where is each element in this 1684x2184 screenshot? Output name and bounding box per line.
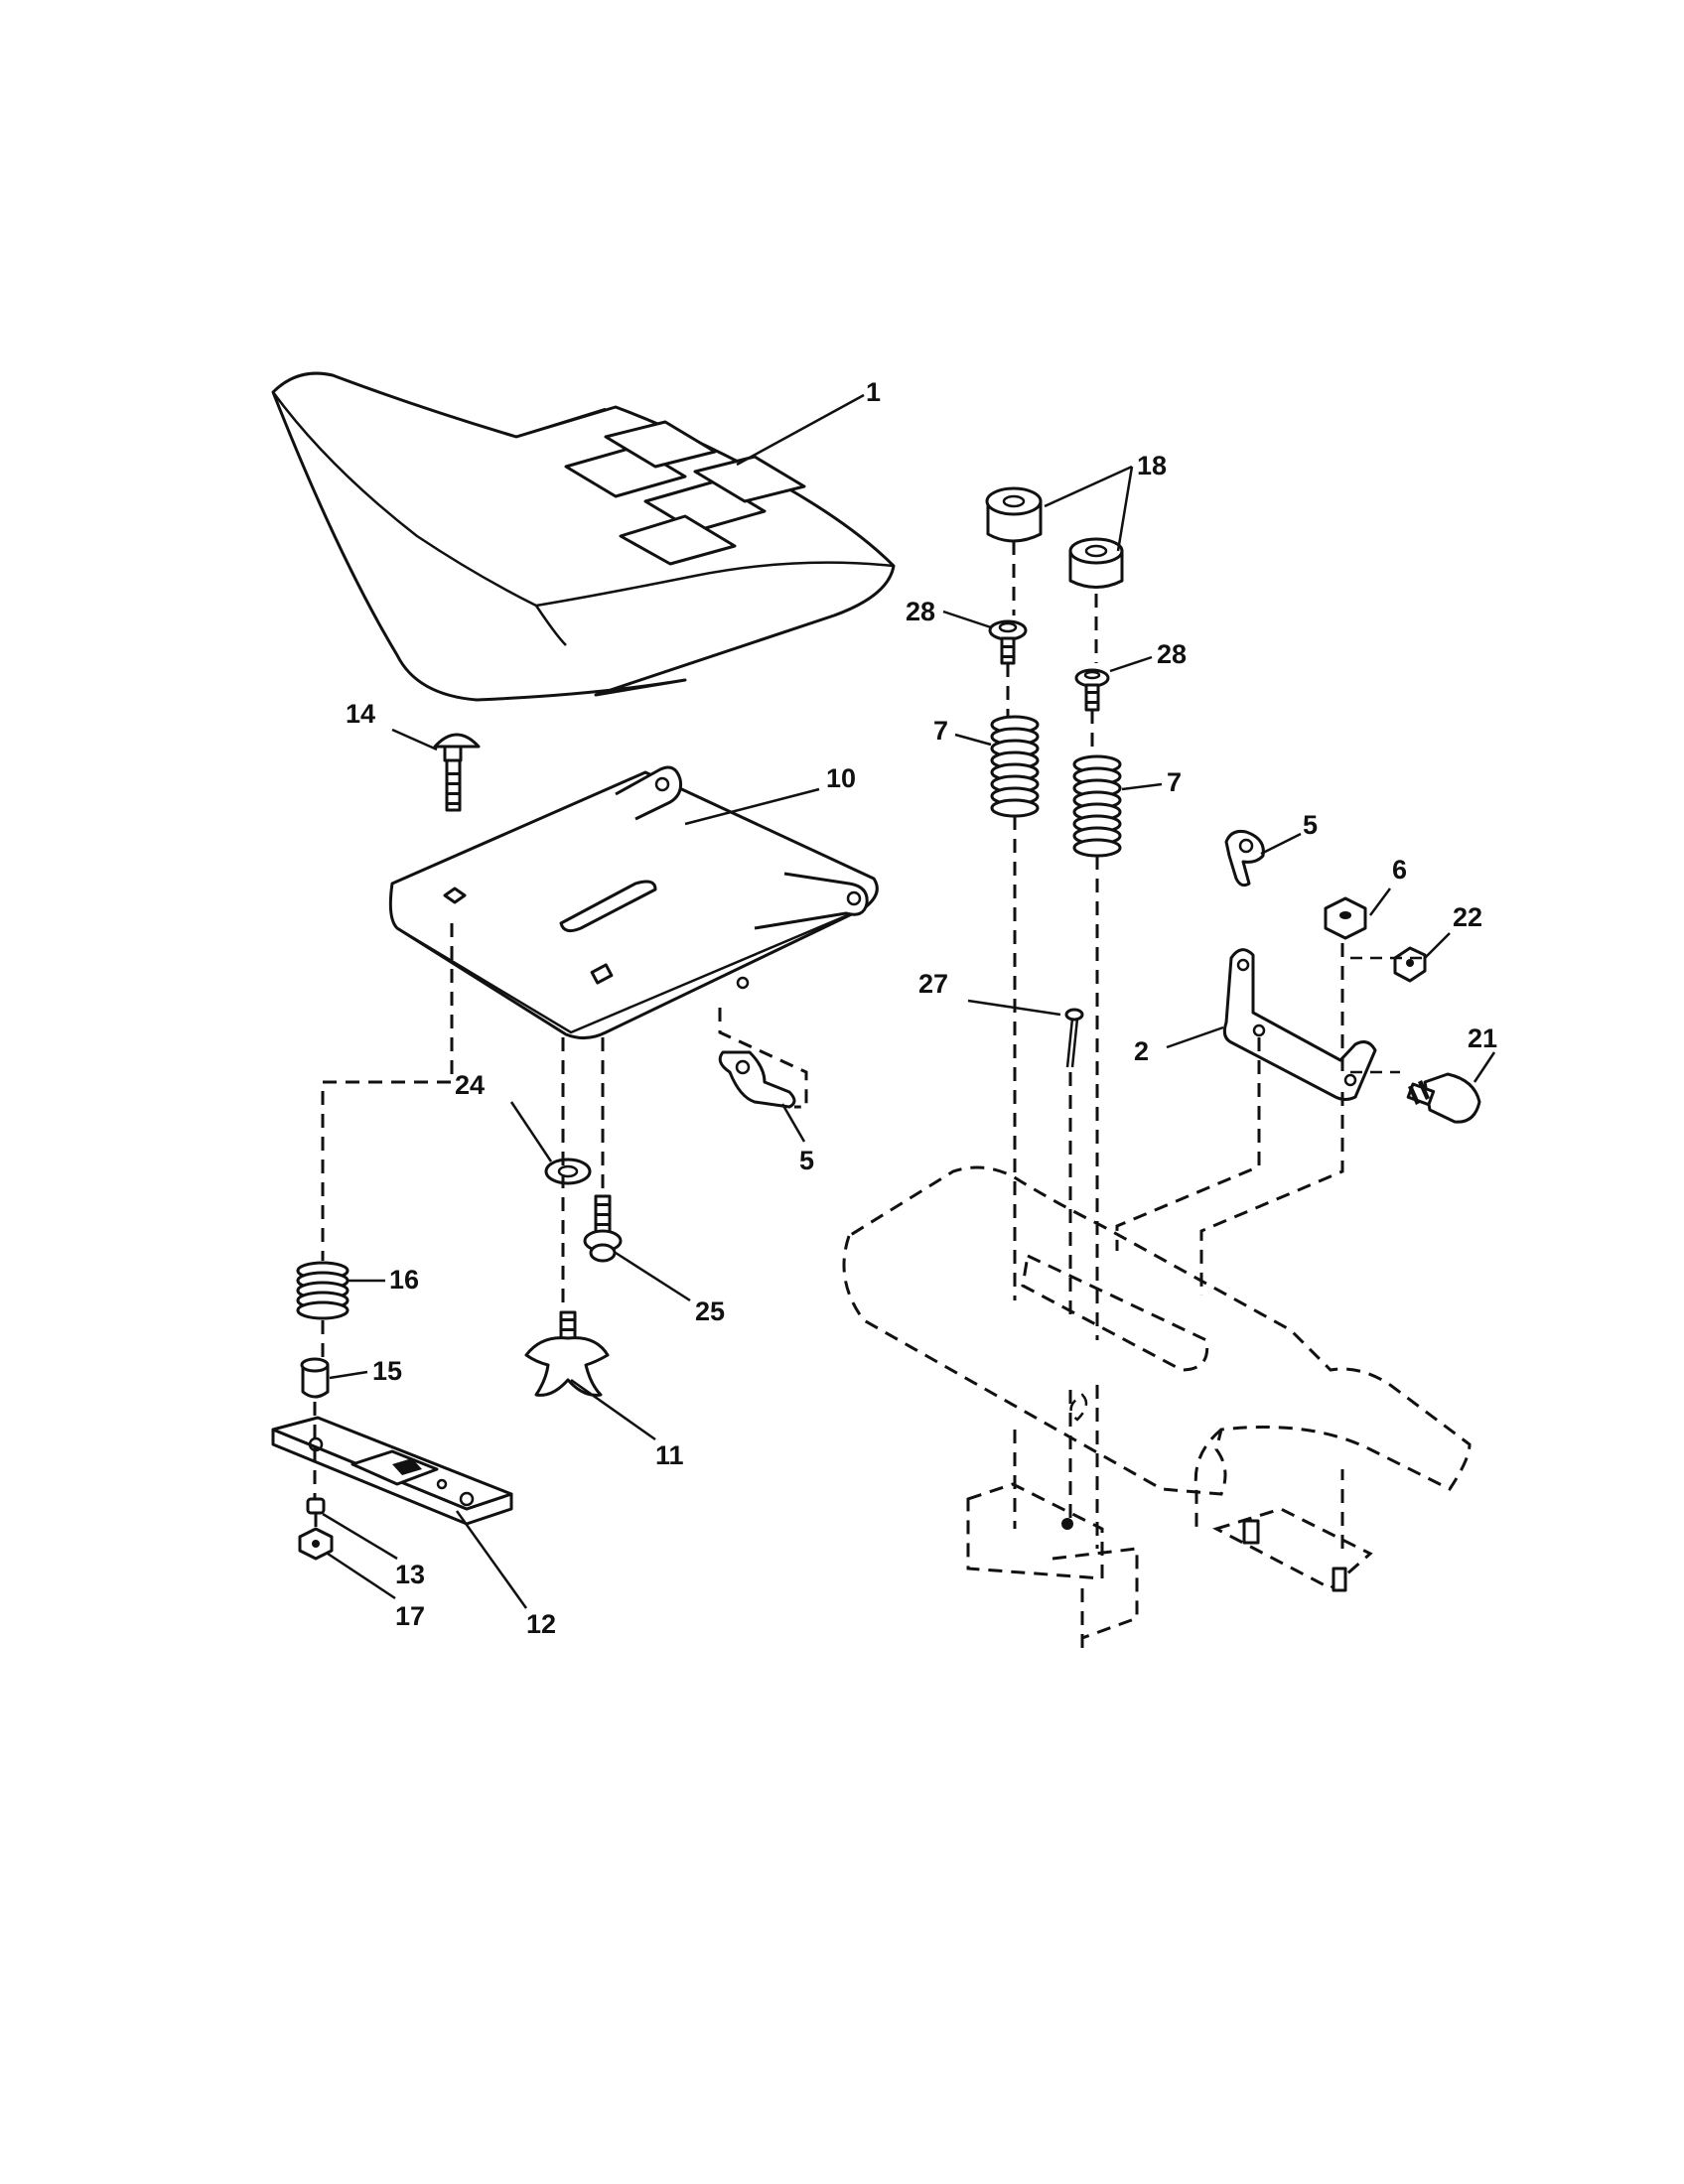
cotter-pin-part-27 (1064, 1008, 1084, 1068)
callout-12: 12 (526, 1609, 556, 1639)
clip-part-5-right (1224, 830, 1265, 887)
nut-part-6 (1324, 896, 1367, 940)
spacer-part-15 (300, 1357, 330, 1399)
callout-15: 15 (372, 1356, 402, 1386)
callout-6: 6 (1392, 855, 1407, 885)
callout-28-left: 28 (906, 597, 935, 626)
seat-pan-part-10 (388, 765, 879, 1039)
callout-21: 21 (1468, 1024, 1497, 1053)
frame-outline (842, 1165, 1472, 1653)
callout-16: 16 (389, 1265, 419, 1295)
callout-14: 14 (346, 699, 375, 729)
knob-part-11 (524, 1310, 610, 1397)
callout-1: 1 (866, 377, 881, 407)
callout-17: 17 (395, 1601, 425, 1631)
callout-27: 27 (918, 969, 948, 999)
callout-7-right: 7 (1167, 767, 1182, 797)
callout-5-right: 5 (1303, 810, 1318, 840)
callout-22: 22 (1453, 902, 1482, 932)
assembly-lines (313, 541, 1430, 1549)
callouts: 1 18 28 28 7 7 14 10 5 6 22 27 2 21 24 5… (346, 377, 1497, 1639)
knob-part-21 (1406, 1072, 1481, 1124)
seat-grip-pads (564, 420, 806, 566)
spacer-part-13 (306, 1497, 326, 1515)
nut-part-17 (298, 1527, 334, 1561)
callout-11: 11 (655, 1440, 684, 1470)
bumper-part-18-right (1068, 537, 1124, 589)
spring-part-7-right (1072, 754, 1122, 858)
callout-10: 10 (826, 763, 856, 793)
carriage-bolt-part-14 (433, 733, 481, 812)
shoulder-bolt-part-25 (583, 1194, 623, 1263)
clip-part-5-left (718, 1050, 796, 1109)
bumper-part-18-left (985, 486, 1043, 543)
callout-28-right: 28 (1157, 639, 1187, 669)
callout-24: 24 (455, 1070, 485, 1100)
nut-part-22 (1393, 946, 1427, 983)
bracket-part-2 (1222, 948, 1377, 1101)
callout-5-left: 5 (799, 1146, 814, 1175)
seat-part-1 (271, 371, 896, 702)
callout-25: 25 (695, 1297, 725, 1326)
slide-plate-part-12 (271, 1416, 513, 1526)
washer-part-24 (544, 1158, 592, 1185)
callout-2: 2 (1134, 1036, 1149, 1066)
spring-part-16 (296, 1261, 350, 1320)
leader-lines (322, 393, 1496, 1609)
callout-18: 18 (1137, 451, 1167, 480)
bolt-part-28-left (988, 619, 1028, 665)
callout-7-left: 7 (933, 716, 948, 746)
spring-part-7-left (990, 715, 1040, 818)
bolt-part-28-right (1074, 668, 1110, 712)
callout-13: 13 (395, 1560, 425, 1589)
